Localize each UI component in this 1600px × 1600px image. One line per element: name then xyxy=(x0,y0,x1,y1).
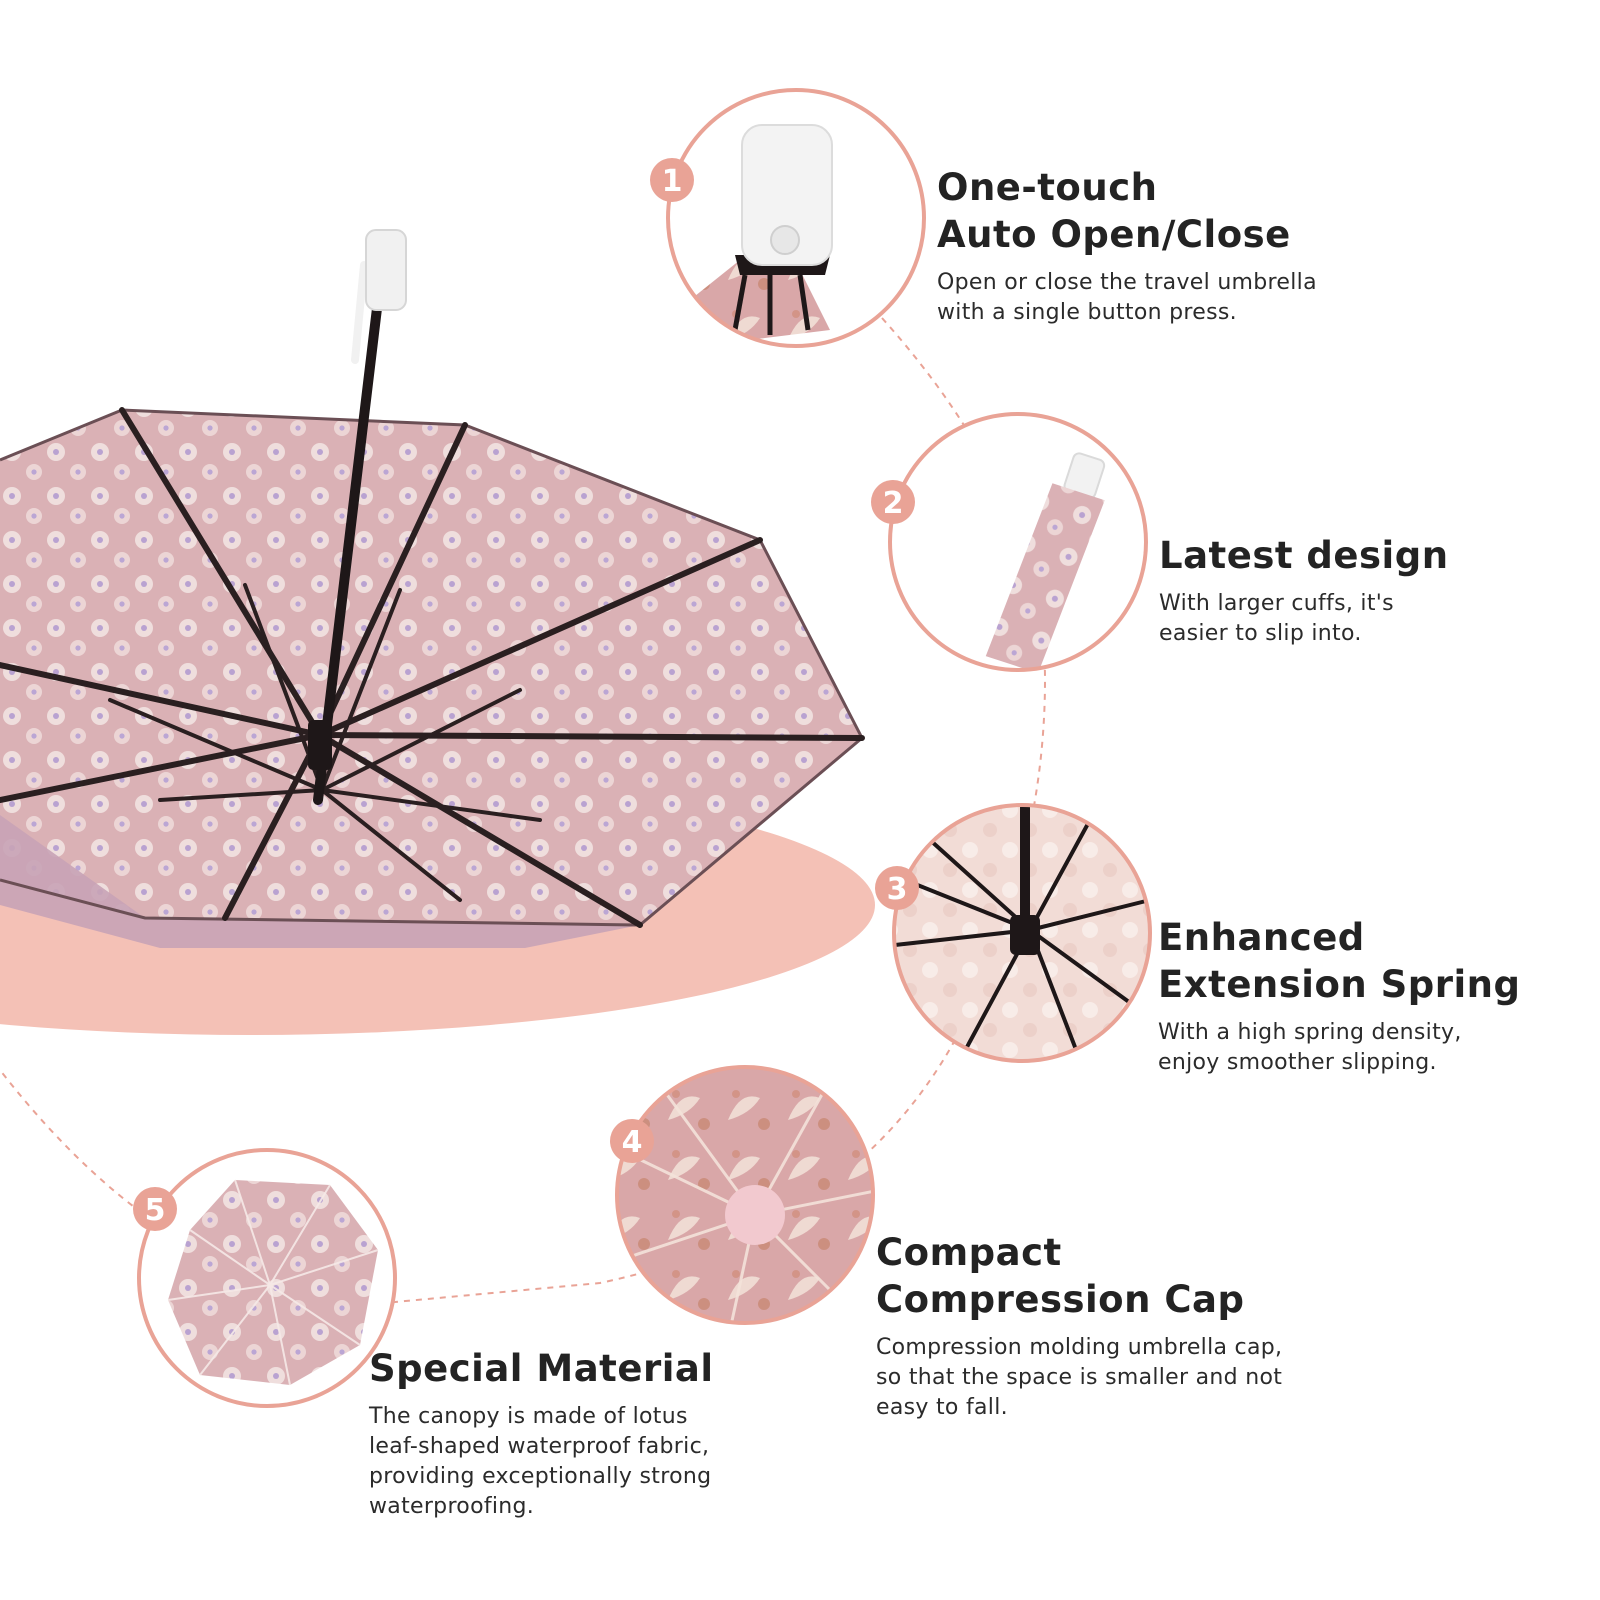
badge-1-number: 1 xyxy=(662,164,683,199)
feature-5-title: Special Material xyxy=(369,1347,714,1390)
feature-4-text: Compact Compression Cap Compression mold… xyxy=(876,1229,1282,1423)
feature-2-text: Latest design With larger cuffs, it's ea… xyxy=(1159,532,1449,649)
feature-4-photo xyxy=(615,1065,875,1325)
feature-5-photo xyxy=(137,1148,397,1408)
feature-3-text: Enhanced Extension Spring With a high sp… xyxy=(1158,914,1521,1078)
badge-5-number: 5 xyxy=(145,1193,166,1228)
badge-1: 1 xyxy=(650,158,694,202)
badge-3: 3 xyxy=(875,866,919,910)
badge-4-number: 4 xyxy=(622,1125,643,1160)
feature-4-title: Compact Compression Cap xyxy=(876,1231,1245,1321)
feature-1-description: Open or close the travel umbrella with a… xyxy=(937,270,1317,325)
badge-5: 5 xyxy=(133,1187,177,1231)
feature-2-photo xyxy=(888,412,1148,672)
feature-2-description: With larger cuffs, it's easier to slip i… xyxy=(1159,591,1394,646)
feature-1-photo xyxy=(666,88,926,348)
badge-2: 2 xyxy=(871,480,915,524)
badge-3-number: 3 xyxy=(887,872,908,907)
badge-2-number: 2 xyxy=(883,486,904,521)
feature-1-title: One-touch Auto Open/Close xyxy=(937,166,1291,256)
feature-3-title: Enhanced Extension Spring xyxy=(1158,916,1521,1006)
dashed-connector-line xyxy=(0,317,1047,1304)
feature-1-text: One-touch Auto Open/Close Open or close … xyxy=(937,164,1317,328)
feature-3-photo xyxy=(892,803,1152,1063)
main-umbrella-illustration xyxy=(0,229,865,948)
feature-2-title: Latest design xyxy=(1159,534,1449,577)
feature-4-description: Compression molding umbrella cap, so tha… xyxy=(876,1335,1283,1420)
feature-5-text: Special Material The canopy is made of l… xyxy=(369,1345,714,1522)
feature-3-description: With a high spring density, enjoy smooth… xyxy=(1158,1020,1462,1075)
badge-4: 4 xyxy=(610,1119,654,1163)
feature-5-description: The canopy is made of lotus leaf-shaped … xyxy=(369,1404,712,1519)
